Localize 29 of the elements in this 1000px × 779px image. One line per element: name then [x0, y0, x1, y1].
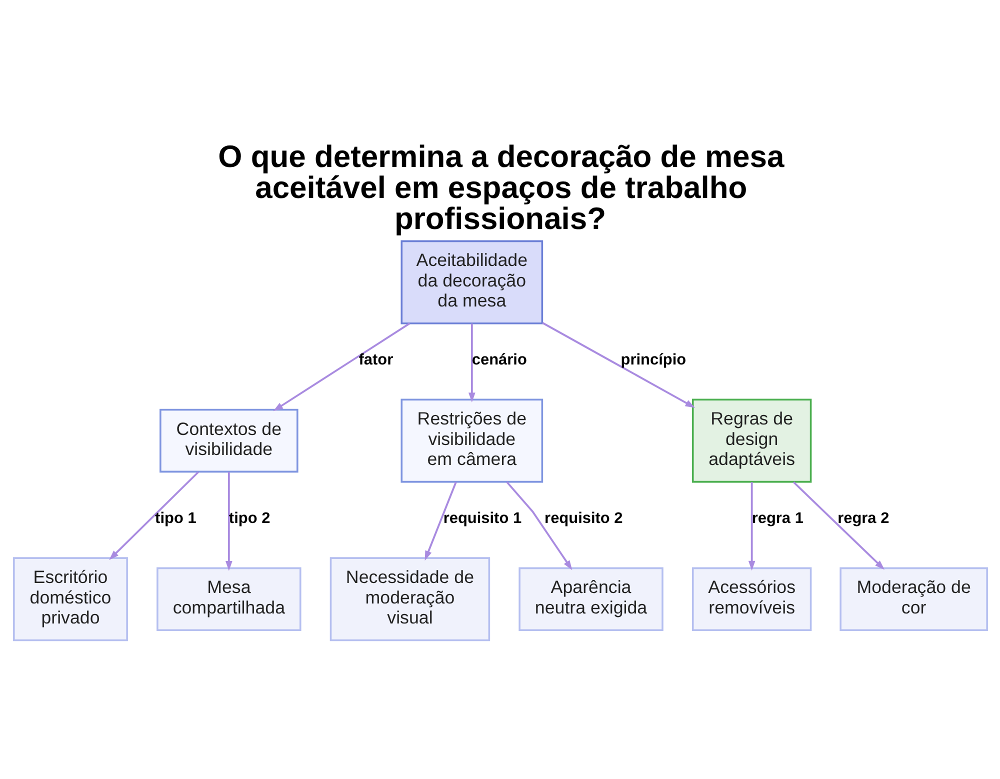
node-box: Moderação de cor: [839, 567, 988, 631]
arrow: [542, 322, 695, 408]
edge-label: fator: [358, 351, 393, 368]
arrow: [225, 472, 232, 571]
node-box: Restrições de visibilidade em câmera: [400, 398, 543, 483]
edge-label: requisito 1: [442, 510, 522, 527]
node-box: Mesa compartilhada: [156, 567, 301, 631]
node-box: Escritório doméstico privado: [12, 557, 128, 642]
arrow: [792, 481, 884, 570]
edge-label: princípio: [620, 351, 686, 368]
edge-label: tipo 2: [228, 510, 270, 527]
node-box: Regras de design adaptáveis: [691, 398, 812, 483]
node-box: Acessórios removíveis: [691, 567, 812, 631]
node-box: Aparência neutra exigida: [518, 567, 663, 631]
node-box: Contextos de visibilidade: [159, 408, 298, 473]
arrow: [272, 322, 410, 412]
arrow: [424, 482, 456, 561]
arrow: [506, 481, 572, 570]
arrow: [108, 471, 199, 560]
edge-label: tipo 1: [154, 510, 196, 527]
node-box: Aceitabilidade da decoração da mesa: [400, 240, 543, 324]
node-box: Necessidade de moderação visual: [329, 557, 490, 642]
edge-label: cenário: [471, 351, 526, 368]
edge-label: regra 2: [837, 510, 889, 527]
edge-label: requisito 2: [544, 510, 622, 527]
edge-label: regra 1: [751, 510, 803, 527]
diagram-title: O que determina a decoração de mesa aceitável em espaços de trabalho profissionais?: [218, 139, 784, 236]
arrow: [468, 324, 475, 402]
arrow: [748, 482, 755, 571]
